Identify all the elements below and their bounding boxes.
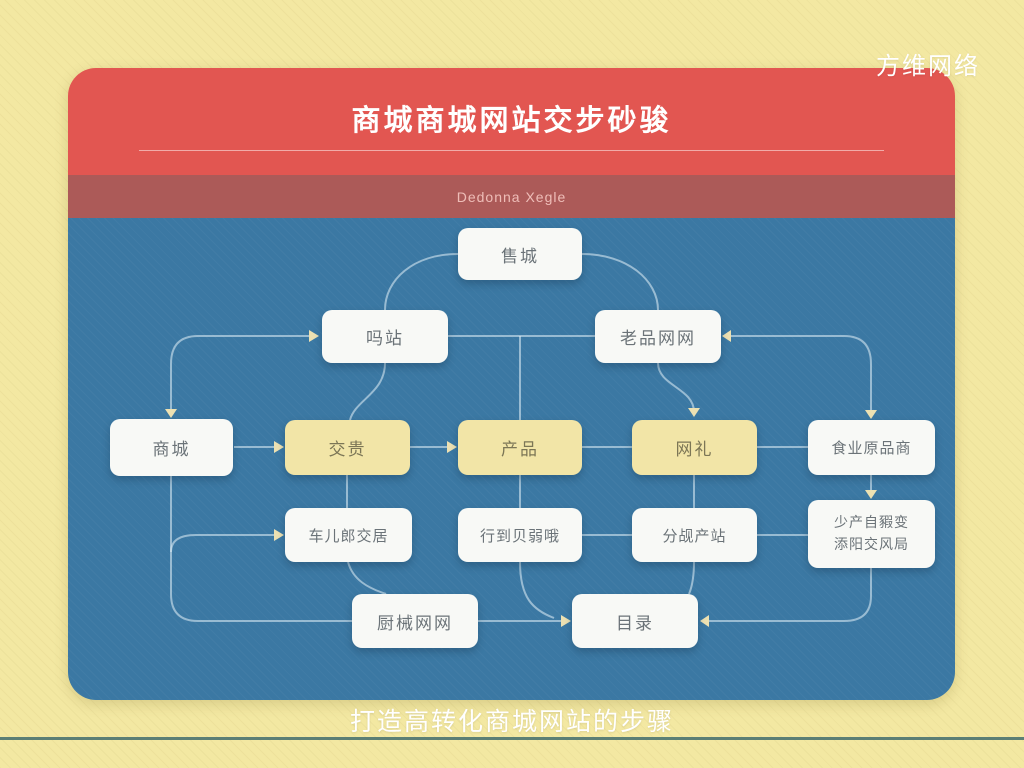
- flow-node-mid-right: 老品网网: [595, 310, 721, 363]
- flow-node-label: 食业原品商: [831, 440, 912, 457]
- flow-node-row3-4: 少产自豭变 添阳交风局: [808, 500, 935, 568]
- flow-node-label: 吗站: [366, 329, 404, 348]
- flow-node-label: 目录: [616, 613, 654, 633]
- arrowhead-icons: [165, 330, 877, 627]
- flow-node-top: 售城: [458, 228, 582, 280]
- infographic-card: 商城商城网站交步砂骏 Dedonna Xegle: [68, 68, 955, 700]
- flow-node-label: 车儿郎交居: [308, 527, 389, 545]
- bottom-divider: [0, 737, 1024, 740]
- caption-text: 打造高转化商城网站的步骤: [349, 708, 674, 736]
- flow-node-label: 产品: [501, 440, 539, 459]
- flow-node-bottom-right: 目录: [572, 594, 698, 648]
- flow-node-label: 厨械网网: [377, 613, 453, 633]
- flowchart-connectors: [165, 253, 877, 627]
- subtitle-text: Dedonna Xegle: [456, 188, 567, 205]
- flow-node-bottom-left: 厨械网网: [352, 594, 478, 648]
- flow-node-label: 老品网网: [620, 329, 696, 348]
- flow-node-label: 分觇产站: [662, 527, 727, 545]
- flow-node-step1: 交贵: [285, 420, 410, 475]
- flow-node-label: 商城: [152, 440, 191, 459]
- flow-node-row2-right: 食业原品商: [808, 420, 935, 475]
- flow-node-mid-left: 吗站: [322, 310, 448, 363]
- flow-node-label: 网礼: [675, 440, 714, 459]
- card-subheader: Dedonna Xegle: [68, 175, 955, 218]
- flow-node-label-line2: 添阳交风局: [834, 536, 909, 552]
- flow-node-step3: 网礼: [632, 420, 757, 475]
- flow-node-step2: 产品: [458, 420, 582, 475]
- flow-node-shangcheng: 商城: [110, 419, 233, 476]
- watermark-brand: 方维网络: [876, 53, 980, 80]
- page-title: 商城商城网站交步砂骏: [351, 104, 672, 137]
- card-header: 商城商城网站交步砂骏: [68, 68, 955, 175]
- flow-node-label: 交贵: [328, 440, 367, 459]
- flow-node-label: 行到贝弱哦: [479, 527, 560, 545]
- flow-node-label: 售城: [501, 246, 539, 266]
- flow-node-row3-2: 行到贝弱哦: [458, 508, 582, 562]
- header-divider: [138, 150, 885, 151]
- flowchart-canvas: 售城 吗站 老品网网 商城 交贵 产品 网礼 食业原品商 车儿郎交居 行到贝弱哦: [68, 218, 955, 700]
- flow-node-row3-3: 分觇产站: [632, 508, 757, 562]
- flow-node-row3-1: 车儿郎交居: [285, 508, 412, 562]
- flow-node-label: 少产自豭变: [834, 514, 909, 531]
